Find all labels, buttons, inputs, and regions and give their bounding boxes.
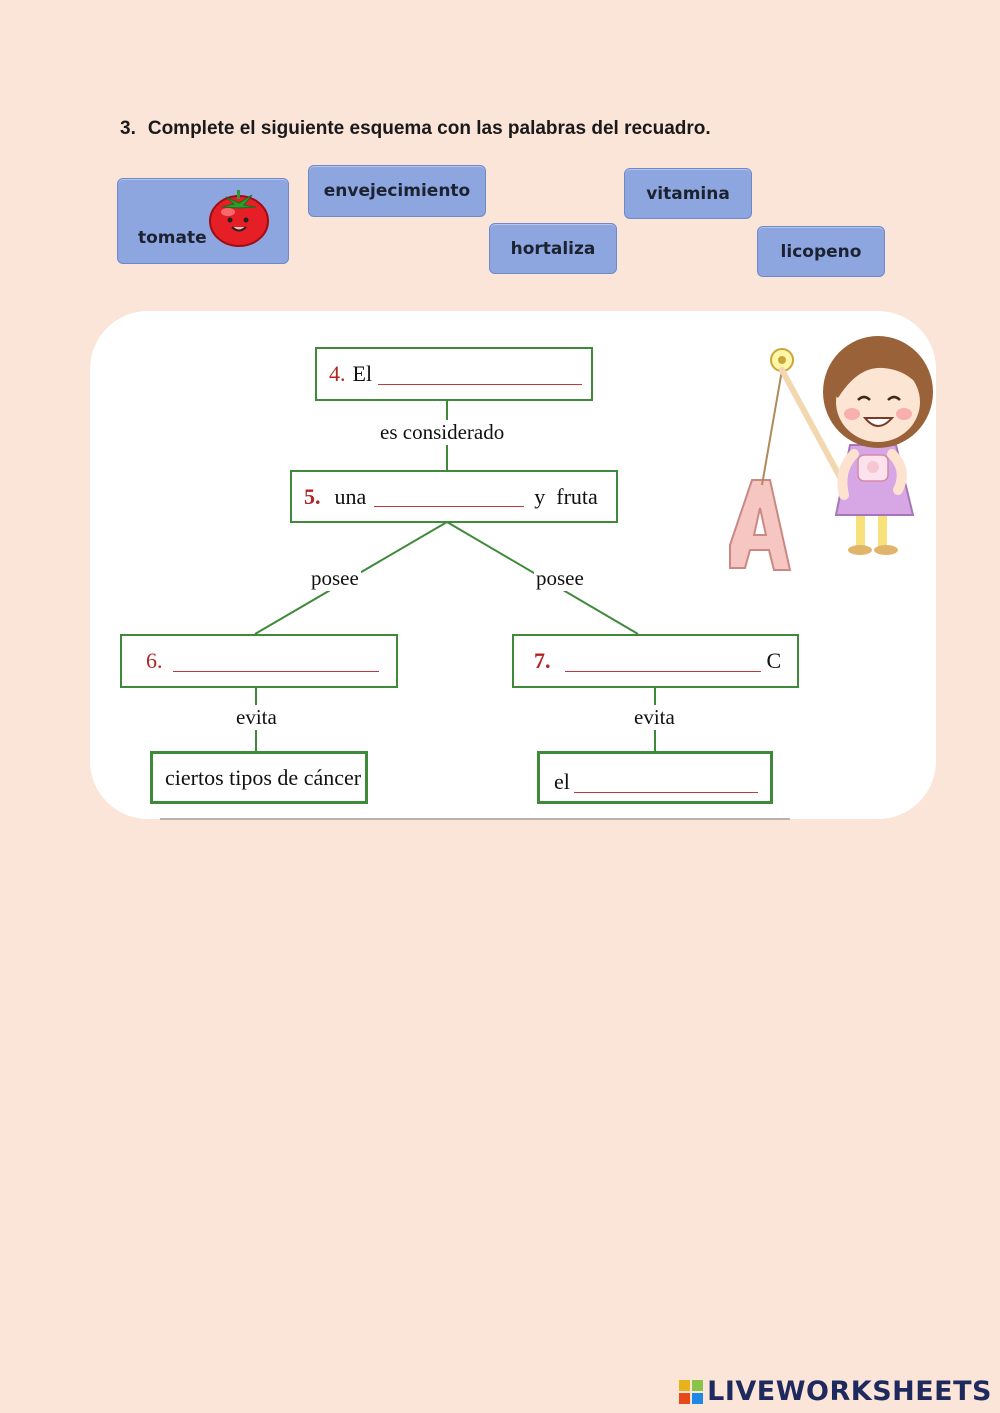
diagram-box-cancer: ciertos tipos de cáncer (150, 751, 368, 804)
box-number: 4. (329, 361, 346, 386)
word-chip-label: tomate (138, 228, 207, 248)
word-chip-licopeno[interactable]: licopeno (757, 226, 885, 277)
answer-blank-6[interactable] (172, 651, 379, 672)
word-chip-hortaliza[interactable]: hortaliza (489, 223, 617, 274)
diagram-box-6: 6. (120, 634, 398, 688)
connector-label: evita (234, 705, 279, 730)
diagram-box-5: 5. una y fruta (290, 470, 618, 523)
instruction-text: Complete el siguiente esquema con las pa… (147, 118, 711, 139)
tomato-icon (209, 190, 269, 247)
footer-logo: LIVEWORKSHEETS (679, 1376, 992, 1407)
diagram-box-7: 7. C (512, 634, 799, 688)
answer-blank-5[interactable] (374, 486, 525, 507)
box-text: y fruta (534, 483, 598, 509)
connector-label: posee (534, 566, 586, 591)
box-text: ciertos tipos de cáncer (165, 764, 362, 790)
footer-brand: LIVEWORKSHEETS (707, 1376, 992, 1407)
connector-label: evita (632, 705, 677, 730)
word-chip-label: licopeno (780, 241, 862, 262)
word-chip-label: hortaliza (510, 238, 596, 259)
box-text: el (554, 768, 570, 794)
box-text: El (352, 361, 373, 386)
word-chip-tomate[interactable]: tomate (117, 178, 289, 264)
liveworksheets-logo-icon (679, 1379, 704, 1404)
box-suffix: C (766, 648, 782, 673)
answer-blank-el[interactable] (573, 772, 758, 793)
connector-label: es considerado (378, 420, 507, 445)
word-chip-vitamina[interactable]: vitamina (624, 168, 752, 219)
box-text: una (334, 483, 367, 509)
answer-blank-7[interactable] (564, 651, 761, 672)
word-chip-label: vitamina (646, 183, 730, 204)
girl-illustration (729, 336, 933, 571)
word-chip-label: envejecimiento (323, 181, 471, 201)
panel-divider (160, 818, 790, 820)
box-number: 5. (304, 483, 321, 509)
instruction: 3. Complete el siguiente esquema con las … (120, 118, 711, 140)
diagram-box-el: el (537, 751, 773, 804)
instruction-number: 3. (120, 118, 136, 139)
answer-blank-4[interactable] (378, 364, 583, 385)
connector-label: posee (309, 566, 361, 591)
word-chip-envejecimiento[interactable]: envejecimiento (308, 165, 486, 217)
diagram-box-4: 4. El (315, 347, 593, 401)
box-number: 6. (146, 648, 163, 673)
box-number: 7. (534, 648, 551, 673)
